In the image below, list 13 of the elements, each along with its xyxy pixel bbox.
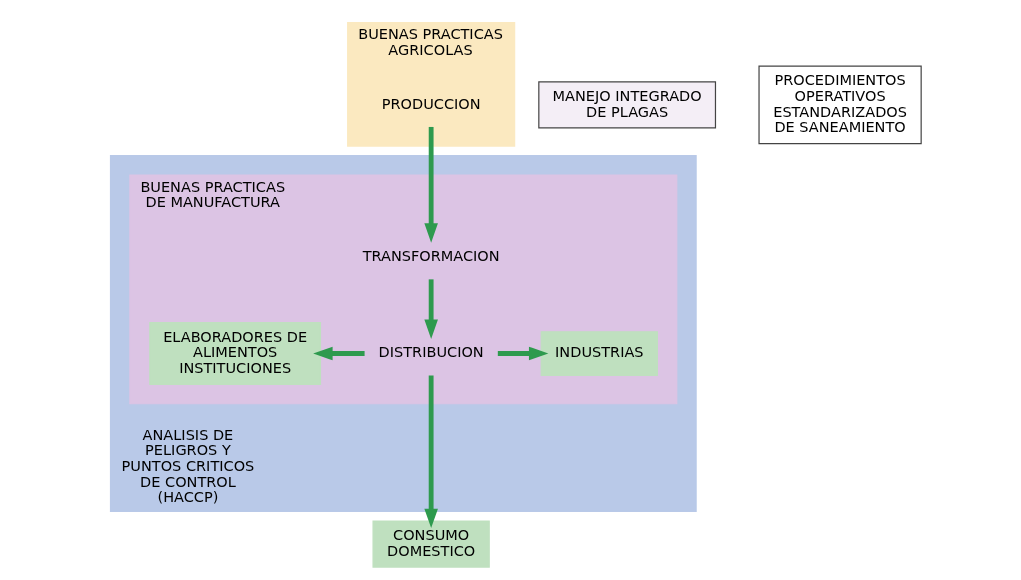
node-box: CONSUMO DOMESTICO (371, 520, 490, 568)
node-text: DISTRIBUCION (378, 344, 484, 361)
arrow (423, 126, 438, 243)
arrow (497, 346, 548, 361)
arrow (423, 279, 438, 339)
arrow (312, 346, 365, 361)
node-box: ELABORADORES DE ALIMENTOS INSTITUCIONES (148, 322, 321, 385)
node-box: PROCEDIMIENTOS OPERATIVOS ESTANDARIZADOS DE SANEAMIENTO (757, 65, 922, 145)
node-box: MANEJO INTEGRADO DE PLAGAS (537, 81, 716, 129)
node-text: PRODUCCION (381, 95, 481, 112)
node-text: TRANSFORMACION (362, 248, 500, 265)
node-box: INDUSTRIAS (540, 331, 658, 376)
arrow (423, 375, 438, 529)
